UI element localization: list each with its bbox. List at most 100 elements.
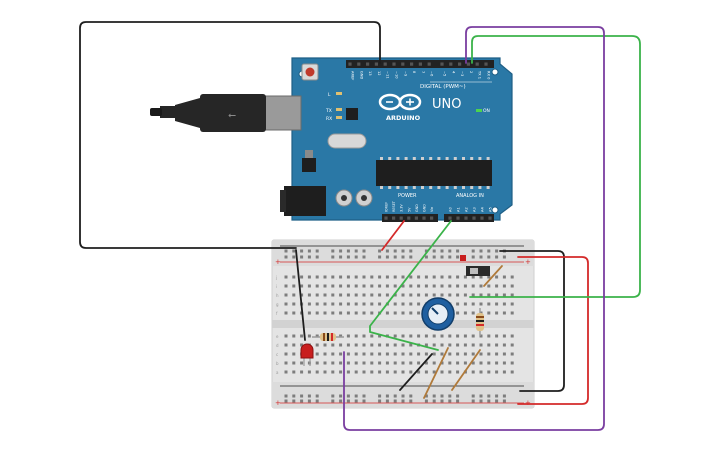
breadboard-hole[interactable] <box>440 343 444 347</box>
breadboard-hole[interactable] <box>471 293 475 297</box>
breadboard-hole[interactable] <box>292 302 296 306</box>
breadboard-hole[interactable] <box>432 394 436 398</box>
breadboard-hole[interactable] <box>479 334 483 338</box>
breadboard-hole[interactable] <box>471 399 475 403</box>
breadboard-hole[interactable] <box>346 334 350 338</box>
breadboard-hole[interactable] <box>456 361 460 365</box>
breadboard-hole[interactable] <box>502 370 506 374</box>
breadboard-hole[interactable] <box>331 352 335 356</box>
breadboard-hole[interactable] <box>292 370 296 374</box>
breadboard-hole[interactable] <box>471 394 475 398</box>
breadboard-hole[interactable] <box>354 284 358 288</box>
breadboard-hole[interactable] <box>370 334 374 338</box>
breadboard-hole[interactable] <box>385 293 389 297</box>
breadboard-hole[interactable] <box>284 394 288 398</box>
breadboard-hole[interactable] <box>495 399 499 403</box>
breadboard-hole[interactable] <box>331 302 335 306</box>
breadboard-hole[interactable] <box>339 249 343 253</box>
slide-switch[interactable] <box>466 266 490 276</box>
breadboard-hole[interactable] <box>362 334 366 338</box>
breadboard-hole[interactable] <box>300 399 304 403</box>
breadboard-hole[interactable] <box>502 311 506 315</box>
breadboard-hole[interactable] <box>432 370 436 374</box>
header-pin[interactable] <box>401 62 405 66</box>
breadboard-hole[interactable] <box>300 284 304 288</box>
header-pin[interactable] <box>407 216 411 220</box>
breadboard-hole[interactable] <box>510 293 514 297</box>
breadboard-hole[interactable] <box>378 255 382 259</box>
breadboard-hole[interactable] <box>471 334 475 338</box>
breadboard-hole[interactable] <box>385 275 389 279</box>
breadboard-hole[interactable] <box>385 343 389 347</box>
breadboard-hole[interactable] <box>463 352 467 356</box>
header-pin[interactable] <box>466 62 470 66</box>
breadboard-hole[interactable] <box>479 284 483 288</box>
breadboard-hole[interactable] <box>354 343 358 347</box>
breadboard-hole[interactable] <box>401 361 405 365</box>
breadboard-hole[interactable] <box>354 275 358 279</box>
breadboard-hole[interactable] <box>331 255 335 259</box>
breadboard-hole[interactable] <box>417 361 421 365</box>
breadboard-hole[interactable] <box>440 334 444 338</box>
breadboard-hole[interactable] <box>463 334 467 338</box>
breadboard-hole[interactable] <box>510 334 514 338</box>
breadboard-hole[interactable] <box>307 334 311 338</box>
breadboard-hole[interactable] <box>440 284 444 288</box>
breadboard-hole[interactable] <box>424 275 428 279</box>
breadboard-hole[interactable] <box>300 361 304 365</box>
breadboard-hole[interactable] <box>284 352 288 356</box>
breadboard-hole[interactable] <box>370 293 374 297</box>
breadboard-hole[interactable] <box>339 361 343 365</box>
breadboard-hole[interactable] <box>323 370 327 374</box>
breadboard-hole[interactable] <box>417 311 421 315</box>
breadboard-hole[interactable] <box>409 352 413 356</box>
breadboard-hole[interactable] <box>401 293 405 297</box>
breadboard-hole[interactable] <box>331 361 335 365</box>
breadboard-hole[interactable] <box>315 370 319 374</box>
breadboard-hole[interactable] <box>471 361 475 365</box>
breadboard-hole[interactable] <box>346 275 350 279</box>
header-pin[interactable] <box>418 62 422 66</box>
breadboard-hole[interactable] <box>487 399 491 403</box>
breadboard-hole[interactable] <box>292 352 296 356</box>
breadboard-hole[interactable] <box>401 255 405 259</box>
breadboard-hole[interactable] <box>440 394 444 398</box>
breadboard-hole[interactable] <box>487 334 491 338</box>
breadboard-hole[interactable] <box>409 399 413 403</box>
breadboard-hole[interactable] <box>502 394 506 398</box>
breadboard-hole[interactable] <box>323 343 327 347</box>
breadboard-hole[interactable] <box>339 275 343 279</box>
breadboard-hole[interactable] <box>471 255 475 259</box>
breadboard-hole[interactable] <box>502 302 506 306</box>
breadboard-hole[interactable] <box>315 334 319 338</box>
breadboard-hole[interactable] <box>323 293 327 297</box>
breadboard-hole[interactable] <box>393 399 397 403</box>
breadboard-hole[interactable] <box>401 275 405 279</box>
breadboard-hole[interactable] <box>440 352 444 356</box>
breadboard-hole[interactable] <box>331 249 335 253</box>
breadboard-hole[interactable] <box>401 399 405 403</box>
breadboard-hole[interactable] <box>339 343 343 347</box>
header-pin[interactable] <box>480 216 484 220</box>
breadboard-hole[interactable] <box>378 284 382 288</box>
breadboard-hole[interactable] <box>409 311 413 315</box>
breadboard-hole[interactable] <box>354 311 358 315</box>
breadboard-hole[interactable] <box>448 284 452 288</box>
breadboard-hole[interactable] <box>401 311 405 315</box>
breadboard-hole[interactable] <box>393 370 397 374</box>
breadboard-hole[interactable] <box>378 352 382 356</box>
breadboard-hole[interactable] <box>362 284 366 288</box>
breadboard-hole[interactable] <box>300 334 304 338</box>
breadboard-hole[interactable] <box>471 249 475 253</box>
header-pin[interactable] <box>399 216 403 220</box>
breadboard-hole[interactable] <box>378 399 382 403</box>
breadboard-hole[interactable] <box>502 334 506 338</box>
breadboard-hole[interactable] <box>448 249 452 253</box>
breadboard-hole[interactable] <box>370 284 374 288</box>
header-pin[interactable] <box>448 216 452 220</box>
breadboard-hole[interactable] <box>409 284 413 288</box>
breadboard-hole[interactable] <box>284 293 288 297</box>
breadboard-hole[interactable] <box>331 311 335 315</box>
breadboard-hole[interactable] <box>370 352 374 356</box>
breadboard-hole[interactable] <box>424 343 428 347</box>
